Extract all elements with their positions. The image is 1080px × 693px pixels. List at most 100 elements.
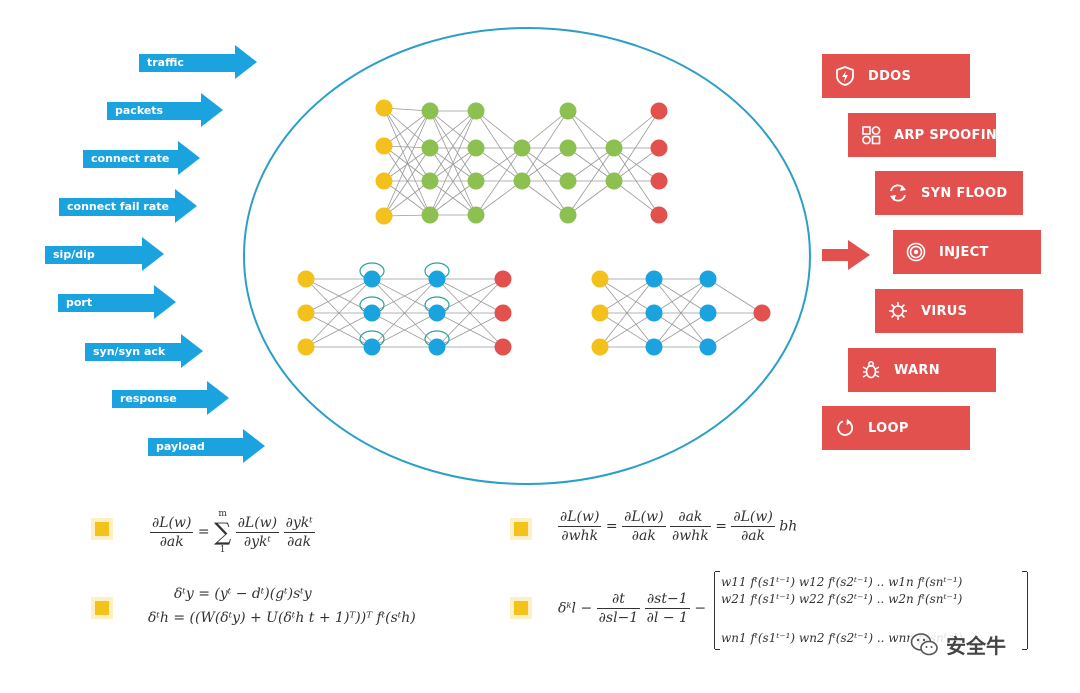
deep-network-node	[375, 137, 393, 155]
small-network-node	[699, 304, 717, 322]
threat-label: ARP SPOOFING	[894, 127, 1008, 143]
recurrent-network-node	[363, 270, 381, 288]
formula-weight-gradient: ∂L(w)∂whk = ∂L(w)∂ak ∂ak∂whk = ∂L(w)∂ak …	[558, 509, 798, 544]
loop-icon	[837, 419, 854, 436]
input-label: syn/syn ack	[93, 345, 166, 358]
recurrent-network-node	[297, 304, 315, 322]
wechat-icon	[910, 632, 938, 655]
small-network-node	[645, 304, 663, 322]
small-network-edge	[653, 278, 709, 348]
recurrent-network-node	[428, 304, 446, 322]
threat-syn-flood: SYN FLOOD	[875, 171, 1023, 215]
deep-network-edge	[383, 110, 431, 182]
recurrent-network-node	[494, 304, 512, 322]
deep-network-edge	[383, 145, 431, 216]
deep-network-edge	[567, 110, 615, 182]
deep-network-edge	[567, 180, 615, 216]
deep-network-edge	[475, 147, 523, 182]
deep-network-edge	[383, 147, 431, 217]
deep-network-node	[375, 207, 393, 225]
small-network-node	[645, 270, 663, 288]
small-network-edge	[653, 278, 709, 314]
recurrent-network-edge	[305, 278, 373, 348]
small-network-edge	[599, 312, 655, 348]
threat-label: INJECT	[939, 244, 989, 260]
deep-network-node	[559, 139, 577, 157]
deep-network-edge	[521, 110, 569, 149]
deep-network-edge	[613, 110, 660, 149]
recurrent-network-node	[297, 270, 315, 288]
input-label: packets	[115, 104, 164, 117]
deep-network-node	[375, 99, 393, 117]
small-network-edge	[599, 278, 655, 348]
threat-label: DDOS	[868, 68, 912, 84]
small-network-node	[591, 338, 609, 356]
formula-bptt-delta: δᵗy = (yᵗ − dᵗ)(gᵗ)sᵗy δᵗh = ((W(δᵗy) + …	[148, 586, 416, 626]
watermark-text: 安全牛	[946, 634, 1006, 658]
threat-label: VIRUS	[921, 303, 968, 319]
deep-network-edge	[429, 180, 477, 216]
deep-network-node	[650, 172, 668, 190]
small-network-node	[591, 304, 609, 322]
formula-layer-delta: δᵏl − ∂t∂sl−1 ∂st−1∂l − 1 −	[558, 591, 707, 626]
deep-network-edge	[429, 110, 477, 182]
threat-label: WARN	[894, 362, 940, 378]
watermark: 安全牛	[910, 630, 1006, 659]
threat-virus: VIRUS	[875, 289, 1023, 333]
deep-network-node	[559, 172, 577, 190]
deep-network-edge	[521, 180, 569, 216]
recurrent-network-node	[494, 270, 512, 288]
deep-network-node	[375, 172, 393, 190]
threat-loop: LOOP	[822, 406, 970, 450]
small-network-node	[645, 338, 663, 356]
formula-bullet	[95, 522, 109, 536]
small-network-node	[699, 270, 717, 288]
recurrent-network-node	[297, 338, 315, 356]
deep-network-edge	[383, 107, 431, 182]
deep-network-node	[467, 206, 485, 224]
recurrent-network-edge	[371, 312, 438, 348]
deep-network-edge	[429, 147, 477, 182]
deep-network-edge	[383, 147, 431, 182]
deep-network-edge	[521, 147, 569, 182]
small-network-edge	[707, 312, 763, 348]
deep-network-edge	[567, 110, 615, 149]
output-arrow-icon	[822, 240, 870, 270]
deep-network-node	[467, 172, 485, 190]
deep-network-node	[513, 139, 531, 157]
deep-network-node	[559, 102, 577, 120]
deep-network-node	[513, 172, 531, 190]
threat-arp-spoofing: ARP SPOOFING	[848, 113, 1008, 157]
deep-network-edge	[613, 147, 660, 182]
deep-network-edge	[613, 180, 660, 216]
input-label: port	[66, 296, 93, 309]
formula-output-gradient: ∂L(w)∂ak = m∑1 ∂L(w)∂ykᵗ ∂ykᵗ∂ak	[150, 509, 315, 555]
formula-bullet	[514, 522, 528, 536]
deep-network-node	[467, 139, 485, 157]
deep-network-node	[421, 172, 439, 190]
bug-icon	[862, 361, 880, 379]
deep-network-node	[650, 139, 668, 157]
network-nodes	[297, 99, 771, 356]
deep-network-edge	[383, 180, 431, 217]
recurrent-network-node	[363, 338, 381, 356]
deep-network-edge	[567, 147, 615, 182]
recurrent-network-node	[428, 338, 446, 356]
deep-network-node	[605, 139, 623, 157]
deep-network-edge	[383, 110, 431, 147]
deep-network-node	[605, 172, 623, 190]
shield-bolt-icon	[836, 66, 854, 86]
grid-shapes-icon	[862, 126, 881, 145]
threat-ddos: DDOS	[822, 54, 970, 98]
deep-network-edge	[567, 147, 615, 216]
model-ellipse	[243, 27, 811, 485]
deep-network-edge	[613, 147, 660, 216]
input-label: payload	[156, 440, 205, 453]
matrix-row: w21 fᵗ(s1ᵗ⁻¹) w22 fᵗ(s2ᵗ⁻¹) .. w2n fᵗ(sn…	[721, 592, 963, 606]
matrix-row: wn1 fᵗ(s1ᵗ⁻¹) wn2 fᵗ(s2ᵗ⁻¹) .. wnn fᵗ(sn…	[721, 631, 963, 645]
small-network-edge	[707, 278, 763, 314]
threat-label: LOOP	[868, 420, 909, 436]
threat-label: SYN FLOOD	[921, 185, 1008, 201]
weight-matrix: w11 fᵗ(s1ᵗ⁻¹) w12 fᵗ(s2ᵗ⁻¹) .. w1n fᵗ(sn…	[714, 571, 1028, 650]
